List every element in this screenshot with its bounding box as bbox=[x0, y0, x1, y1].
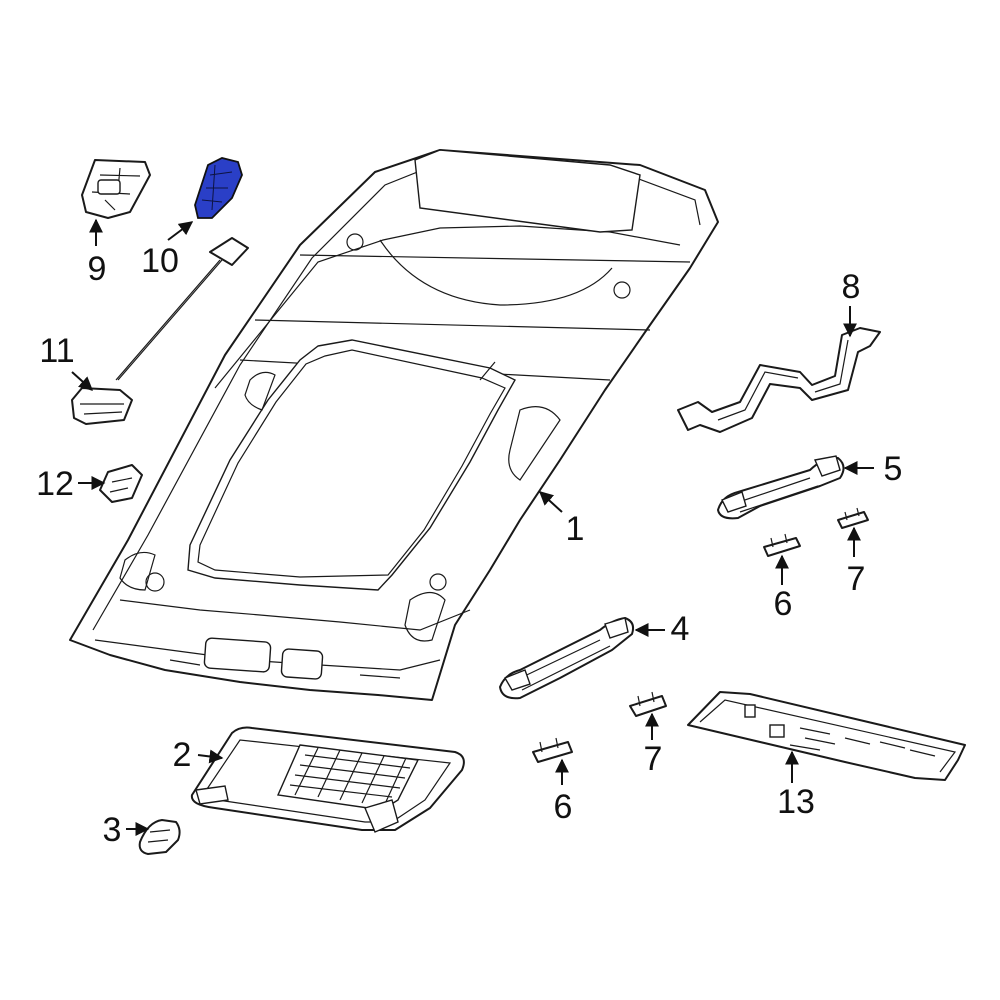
callout-7-upper: 7 bbox=[847, 560, 866, 598]
bracket-part[interactable] bbox=[677, 327, 881, 433]
clip-7-lower-part[interactable] bbox=[629, 691, 667, 717]
callout-11: 11 bbox=[39, 332, 74, 370]
headliner-part[interactable] bbox=[69, 149, 719, 701]
callout-10: 10 bbox=[141, 242, 179, 280]
leader-lines bbox=[71, 218, 874, 836]
visor-clip-part[interactable] bbox=[138, 819, 181, 855]
lamp-module-part[interactable] bbox=[81, 159, 151, 219]
leader-1 bbox=[538, 491, 563, 513]
clip-7-upper-part[interactable] bbox=[837, 507, 869, 529]
leader-11 bbox=[71, 371, 94, 391]
callout-7-lower: 7 bbox=[644, 740, 663, 778]
callout-13: 13 bbox=[777, 783, 815, 821]
clip-6-lower-part[interactable] bbox=[532, 737, 573, 763]
callout-12: 12 bbox=[36, 465, 74, 503]
sun-visor-part[interactable] bbox=[190, 726, 465, 833]
wire-harness-part[interactable] bbox=[71, 237, 249, 425]
grab-handle-upper-part[interactable] bbox=[717, 455, 845, 520]
highlighted-bracket-part-10[interactable] bbox=[194, 157, 243, 219]
leader-2 bbox=[197, 749, 224, 764]
leader-10 bbox=[167, 221, 194, 241]
callout-1: 1 bbox=[566, 510, 585, 548]
callout-3: 3 bbox=[103, 811, 122, 849]
grab-handle-lower-part[interactable] bbox=[499, 617, 635, 700]
callout-4: 4 bbox=[671, 610, 690, 648]
clip-6-upper-part[interactable] bbox=[763, 533, 801, 557]
callout-labels: 1 2 3 4 5 6 6 7 7 8 9 10 11 12 13 bbox=[36, 242, 902, 849]
small-bracket-part[interactable] bbox=[99, 464, 143, 503]
callout-5: 5 bbox=[884, 450, 903, 488]
callout-2: 2 bbox=[173, 736, 192, 774]
callout-6-upper: 6 bbox=[774, 585, 793, 623]
callout-6-lower: 6 bbox=[554, 788, 573, 826]
callout-9: 9 bbox=[88, 250, 107, 288]
callout-8: 8 bbox=[842, 268, 861, 306]
rear-trim-panel-part[interactable] bbox=[687, 691, 966, 781]
